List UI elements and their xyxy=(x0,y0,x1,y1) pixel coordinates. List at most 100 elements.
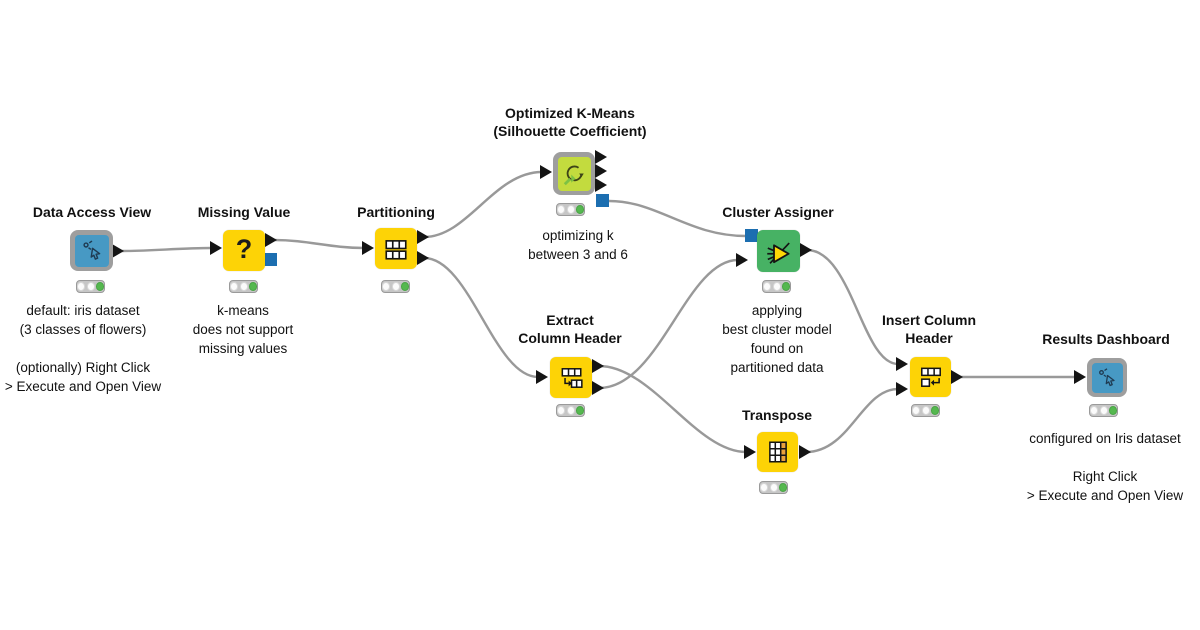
status-light-green xyxy=(1109,406,1117,415)
input-port-icon[interactable] xyxy=(896,382,908,396)
connection-transpose-to-insertheader[interactable] xyxy=(804,387,900,454)
status-light-red xyxy=(557,205,565,214)
input-port-icon[interactable] xyxy=(210,241,222,255)
partition-table-icon xyxy=(385,239,407,260)
input-port-icon[interactable] xyxy=(736,253,748,267)
connection-dav-to-missingvalue[interactable] xyxy=(120,246,214,253)
node-title: Optimized K-Means (Silhouette Coefficien… xyxy=(493,105,647,139)
output-port-icon[interactable] xyxy=(595,178,607,192)
output-port-icon[interactable] xyxy=(112,244,124,258)
status-light-yellow xyxy=(921,406,930,415)
status-light-green xyxy=(782,282,790,291)
status-light-yellow xyxy=(86,282,95,291)
status-light-yellow xyxy=(772,282,781,291)
connection-extractheader-to-transpose[interactable] xyxy=(597,364,748,454)
output-port-icon[interactable] xyxy=(595,164,607,178)
connection-clusterassigner-to-insertheader[interactable] xyxy=(805,248,900,366)
status-light-green xyxy=(96,282,104,291)
status-light-yellow xyxy=(769,483,778,492)
status-light-yellow xyxy=(566,406,575,415)
input-port-icon[interactable] xyxy=(744,445,756,459)
node-title: Partitioning xyxy=(357,204,435,220)
node-title: Transpose xyxy=(741,407,813,423)
insert-header-icon xyxy=(920,367,941,387)
question-mark-icon: ? xyxy=(235,234,253,264)
status-light-red xyxy=(382,282,390,291)
connection-extractheader-to-clusterassigner[interactable] xyxy=(597,258,740,390)
node-title: Extract Column Header xyxy=(518,312,622,346)
status-light-red xyxy=(77,282,85,291)
node-annotation: optimizing k between 3 and 6 xyxy=(528,228,628,262)
status-traffic-light xyxy=(76,280,105,293)
connection-kmeans-to-clusterassigner-model[interactable] xyxy=(607,199,748,238)
status-traffic-light xyxy=(556,404,585,417)
status-light-yellow xyxy=(391,282,400,291)
input-port-icon[interactable] xyxy=(536,370,548,384)
status-light-red xyxy=(1090,406,1098,415)
connection-partitioning-to-kmeans[interactable] xyxy=(422,170,544,239)
output-port-icon[interactable] xyxy=(595,150,607,164)
output-port-icon[interactable] xyxy=(592,359,604,373)
node-title: Cluster Assigner xyxy=(722,204,834,220)
connection-partitioning-to-extractheader[interactable] xyxy=(422,256,540,379)
status-traffic-light xyxy=(229,280,258,293)
status-light-red xyxy=(557,406,565,415)
node-title: Insert Column Header xyxy=(881,312,977,346)
output-port-icon[interactable] xyxy=(265,233,277,247)
assigner-icon xyxy=(767,241,790,264)
status-traffic-light xyxy=(759,481,788,494)
status-traffic-light xyxy=(762,280,791,293)
node-data-access-view[interactable] xyxy=(70,230,113,271)
status-light-red xyxy=(912,406,920,415)
extract-header-icon xyxy=(561,367,583,388)
model-output-port-icon[interactable] xyxy=(596,194,609,207)
status-light-yellow xyxy=(239,282,248,291)
node-results-dashboard[interactable] xyxy=(1087,358,1127,397)
output-port-icon[interactable] xyxy=(592,381,604,395)
status-light-red xyxy=(760,483,768,492)
status-traffic-light xyxy=(556,203,585,216)
node-partitioning[interactable] xyxy=(375,228,417,269)
status-light-yellow xyxy=(1099,406,1108,415)
node-optimized-k-means[interactable] xyxy=(553,152,595,195)
node-cluster-assigner[interactable] xyxy=(757,230,800,272)
output-port-icon[interactable] xyxy=(800,243,812,257)
node-annotation: configured on Iris dataset Right Click >… xyxy=(1026,431,1184,503)
input-port-icon[interactable] xyxy=(1074,370,1086,384)
node-title: Data Access View xyxy=(32,204,152,220)
output-port-icon[interactable] xyxy=(417,230,429,244)
output-port-icon[interactable] xyxy=(951,370,963,384)
status-light-yellow xyxy=(566,205,575,214)
model-output-port-icon[interactable] xyxy=(264,253,277,266)
output-port-icon[interactable] xyxy=(799,445,811,459)
connection-missingvalue-to-partitioning[interactable] xyxy=(272,238,366,250)
input-port-icon[interactable] xyxy=(896,357,908,371)
status-light-red xyxy=(230,282,238,291)
status-light-red xyxy=(763,282,771,291)
node-title: Missing Value xyxy=(197,204,291,220)
node-title: Results Dashboard xyxy=(1042,331,1170,347)
node-missing-value[interactable]: ? xyxy=(223,230,265,271)
interactive-view-icon xyxy=(82,239,100,260)
loop-icon xyxy=(563,165,584,185)
status-light-green xyxy=(249,282,257,291)
node-annotation: k-means does not support missing values xyxy=(192,303,294,356)
input-port-icon[interactable] xyxy=(362,241,374,255)
node-annotation: applying best cluster model found on par… xyxy=(722,303,832,375)
input-port-icon[interactable] xyxy=(540,165,552,179)
interactive-view-icon xyxy=(1099,367,1115,386)
node-extract-column-header[interactable] xyxy=(550,357,592,398)
status-traffic-light xyxy=(1089,404,1118,417)
node-transpose[interactable] xyxy=(757,432,798,472)
transpose-grid-icon xyxy=(768,441,787,463)
status-traffic-light xyxy=(381,280,410,293)
status-light-green xyxy=(401,282,409,291)
model-input-port-icon[interactable] xyxy=(745,229,758,242)
output-port-icon[interactable] xyxy=(417,251,429,265)
status-light-green xyxy=(779,483,787,492)
node-annotation: default: iris dataset (3 classes of flow… xyxy=(4,303,162,394)
status-light-green xyxy=(931,406,939,415)
node-insert-column-header[interactable] xyxy=(910,357,951,397)
